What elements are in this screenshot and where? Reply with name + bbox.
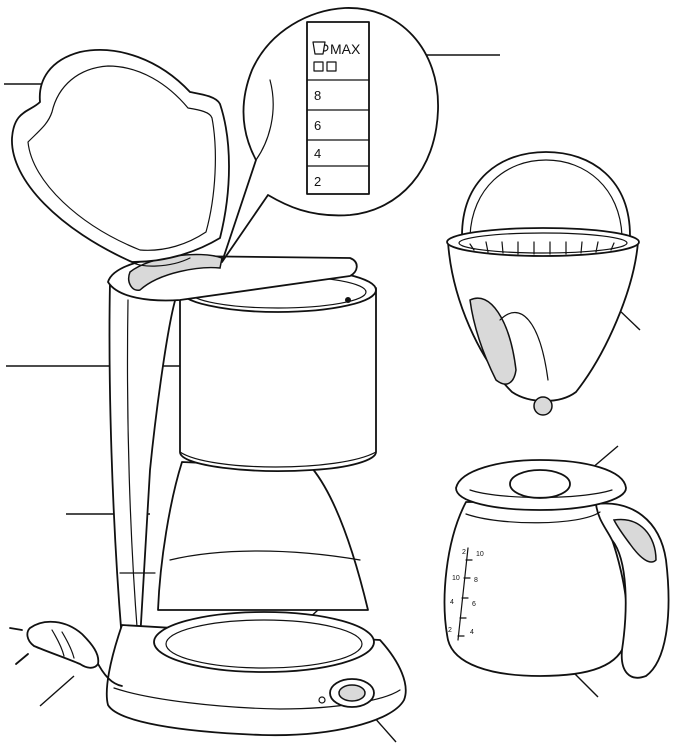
level-window-callout: MAX 8 6 4 2 <box>221 7 439 263</box>
cup-icon <box>312 41 329 55</box>
column-seam <box>126 299 139 641</box>
coffee-maker-body <box>105 253 407 737</box>
jug-scale-line <box>457 547 469 641</box>
lid-hinge-tab <box>131 257 191 267</box>
jug-scale-left-2: 10 <box>452 575 460 582</box>
plug-pin-2 <box>15 653 29 665</box>
filter-rim <box>446 227 640 257</box>
waist-curve <box>169 550 361 561</box>
jug-body <box>443 501 629 677</box>
drip-stop-valve <box>533 396 553 416</box>
jug-lid-ring <box>469 489 613 499</box>
power-indicator-icon <box>318 696 326 704</box>
lid-inner-edge <box>27 65 216 251</box>
jug-scale-ticks <box>457 559 473 637</box>
jug-lid-knob <box>509 469 571 499</box>
jug-scale-right-1: 10 <box>476 551 484 558</box>
plug-grip <box>51 629 75 659</box>
filter-handle <box>461 151 631 237</box>
level-window <box>306 21 370 195</box>
waist <box>157 461 369 611</box>
filter-rim-inner <box>458 232 628 254</box>
lid-shell <box>11 49 230 263</box>
callout-inner-arc <box>255 79 274 161</box>
water-tank <box>179 287 377 472</box>
level-max-label: MAX <box>330 41 361 57</box>
hotplate <box>153 611 375 673</box>
level-mark-8: 8 <box>314 88 321 103</box>
glass-jug: 2 10 4 2 10 8 6 4 <box>443 459 670 679</box>
jug-scale-left-1: 2 <box>462 549 466 556</box>
jug-scale-left-3: 4 <box>450 599 454 606</box>
level-mark-6: 6 <box>314 118 321 133</box>
plug-body <box>26 620 100 669</box>
plug-pin-1 <box>9 627 23 631</box>
jug-scale-right-2: 8 <box>474 577 478 584</box>
jug-scale-right-4: 4 <box>470 629 474 636</box>
jug-scale-right-3: 6 <box>472 601 476 608</box>
base-rim <box>113 687 401 710</box>
filter-side-panel <box>469 297 517 385</box>
jug-shoulder <box>465 511 601 524</box>
jug-handle-grip <box>612 518 657 563</box>
level-mark-2: 2 <box>314 174 321 189</box>
filter-holder <box>446 151 640 416</box>
filter-ribs <box>469 241 615 255</box>
lid <box>11 49 230 267</box>
level-mark-4: 4 <box>314 146 321 161</box>
hotplate-inner <box>165 619 363 669</box>
leader-plug <box>39 675 75 707</box>
filter-inner-panel <box>499 311 549 381</box>
square-icon-2 <box>326 61 337 72</box>
tank-bottom-band <box>179 451 377 468</box>
square-icon-1 <box>313 61 324 72</box>
filter-handle-inner <box>469 159 623 237</box>
tank-indicator-dot <box>345 297 351 303</box>
jug-scale-left-4: 2 <box>448 627 452 634</box>
power-plug <box>9 620 123 687</box>
power-switch[interactable] <box>338 684 366 702</box>
